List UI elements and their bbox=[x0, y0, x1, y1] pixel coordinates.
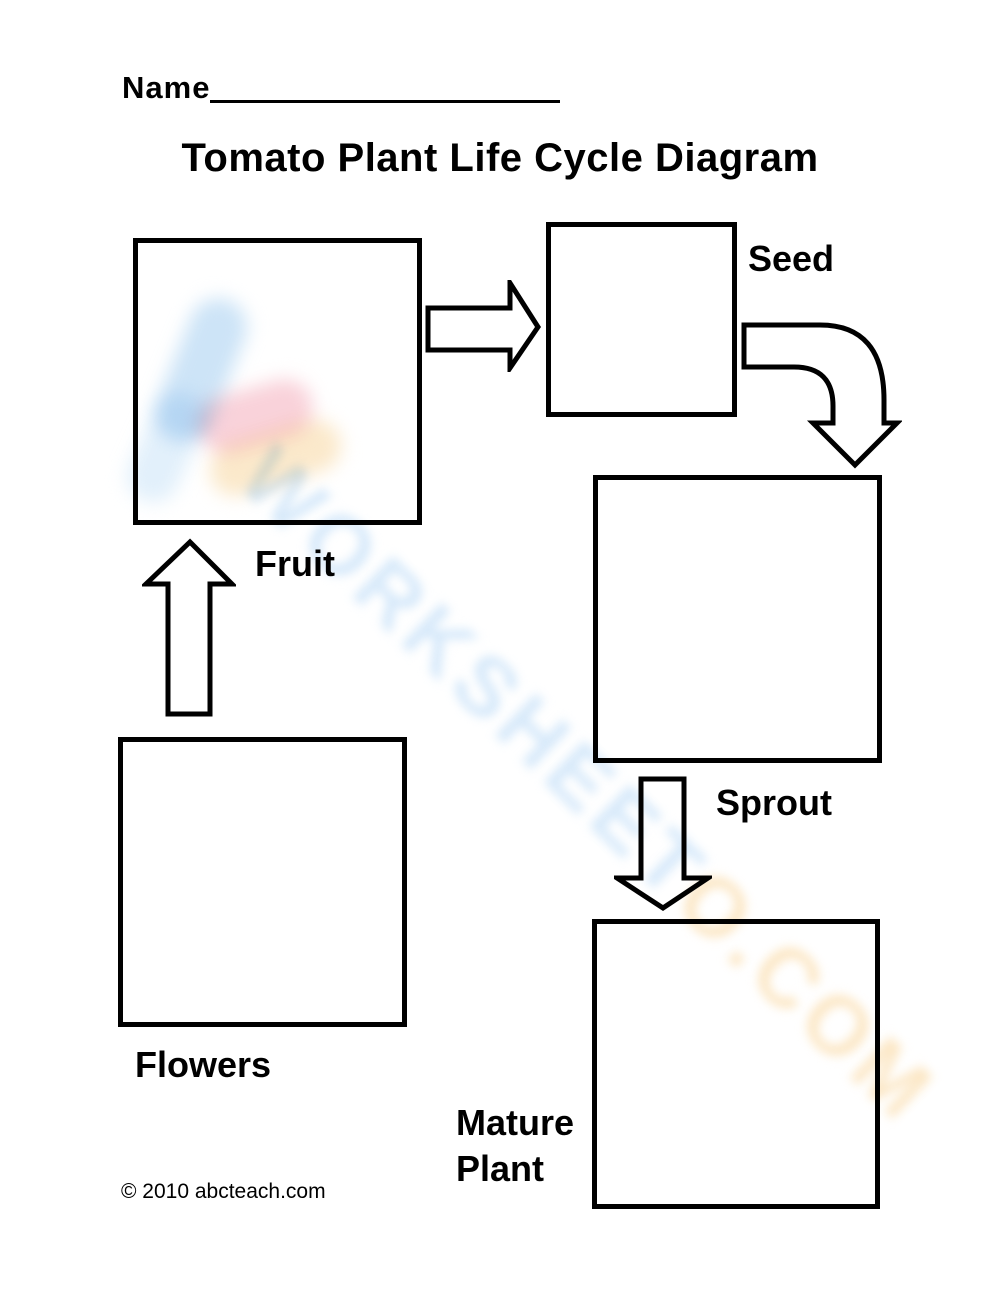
copyright-text: © 2010 abcteach.com bbox=[121, 1180, 326, 1203]
flowers-box bbox=[118, 737, 407, 1027]
flowers-label: Flowers bbox=[135, 1044, 272, 1085]
name-blank-line bbox=[210, 70, 560, 103]
name-label: Name bbox=[122, 70, 211, 105]
arrow-flowers-to-fruit bbox=[142, 538, 236, 717]
sprout-box bbox=[593, 475, 882, 763]
mature-plant-box bbox=[592, 919, 880, 1209]
seed-label: Seed bbox=[748, 238, 835, 279]
mature-plant-label: Mature Plant bbox=[456, 1102, 575, 1189]
page-title: Tomato Plant Life Cycle Diagram bbox=[181, 136, 819, 180]
arrow-seed-to-sprout bbox=[741, 322, 902, 469]
fruit-label: Fruit bbox=[255, 543, 335, 584]
fruit-box bbox=[133, 238, 422, 525]
seed-box bbox=[546, 222, 737, 417]
sprout-label: Sprout bbox=[716, 782, 832, 823]
arrow-sprout-to-mature-plant bbox=[614, 776, 712, 911]
arrow-fruit-to-seed bbox=[425, 280, 541, 372]
